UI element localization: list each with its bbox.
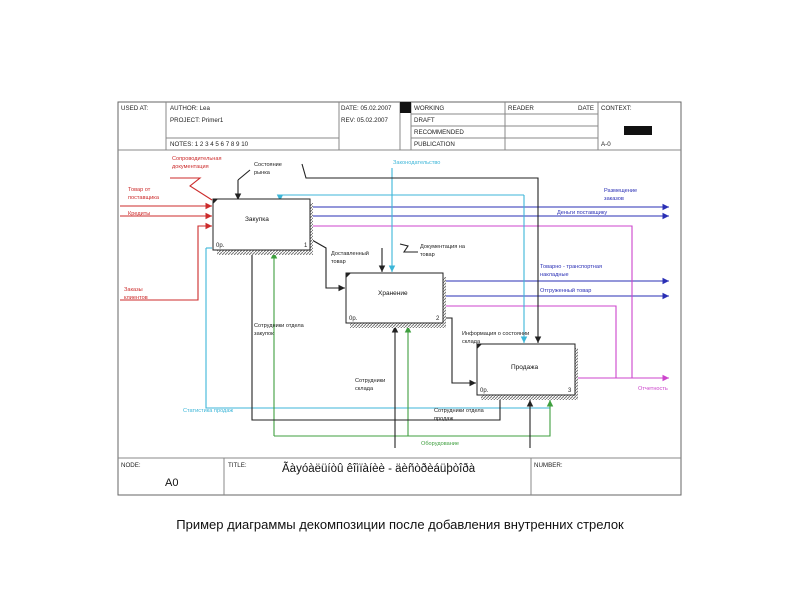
rev-field: REV: 05.02.2007	[341, 117, 388, 124]
label-sotr-zakupok-1: Сотрудники отдела	[254, 323, 305, 329]
title-value: Ãàyóàëüíòû êîìïàíèè - äèñòðèáüþòîðà	[282, 462, 476, 475]
label-sotr-sklada-1: Сотрудники	[355, 378, 385, 384]
reader-label: READER	[508, 105, 534, 112]
context-label: CONTEXT:	[601, 105, 632, 112]
number-label: NUMBER:	[534, 462, 563, 469]
label-sotr-prodazh-1: Сотрудники отдела	[434, 408, 485, 414]
red-arrows	[120, 177, 213, 301]
date-field: DATE: 05.02.2007	[341, 105, 392, 112]
label-otchetnost: Отчетность	[638, 386, 668, 392]
context-node: A-0	[601, 141, 611, 148]
notes-field: NOTES: 1 2 3 4 5 6 7 8 9 10	[170, 141, 249, 148]
activity-box-1: Закупка 0р. 1	[212, 198, 313, 255]
label-sotr-sklada-2: склада	[355, 386, 374, 392]
status-publication: PUBLICATION	[414, 141, 455, 148]
box-3-number: 3	[568, 388, 572, 394]
green-arrows	[270, 252, 554, 437]
box-1-cost: 0р.	[216, 243, 225, 249]
used-at-label: USED AT:	[121, 105, 148, 112]
activity-box-3: Продажа 0р. 3	[476, 343, 578, 400]
label-dostavlenny-1: Доставленный	[331, 250, 369, 257]
header-form	[118, 102, 681, 151]
label-sostoyanie-1: Состояние	[254, 162, 282, 168]
activity-box-2: Хранение 0р. 2	[345, 272, 446, 328]
black-arrows	[234, 163, 542, 448]
label-razmeshenie-2: заказов	[604, 196, 624, 202]
label-sostoyanie-2: рынка	[254, 170, 271, 176]
footer-form	[118, 457, 681, 495]
box-3-cost: 0р.	[480, 388, 489, 394]
label-dostavlenny-2: товар	[331, 259, 346, 265]
label-dengi: Деньги поставщику	[557, 210, 607, 216]
box-2-name: Хранение	[378, 290, 408, 297]
context-thumbnail	[624, 126, 652, 135]
author-field: AUTHOR: Lea	[170, 105, 210, 112]
label-razmeshenie-1: Размещение	[604, 188, 637, 194]
box-2-number: 2	[436, 316, 440, 322]
label-sotr-zakupok-2: закупок	[254, 331, 274, 337]
label-statistika: Статистика продаж	[183, 408, 233, 414]
date-column-label: DATE	[578, 105, 594, 112]
label-sotr-prodazh-2: продаж	[434, 416, 454, 422]
label-soprovod-2: документация	[172, 164, 209, 170]
status-draft: DRAFT	[414, 117, 435, 124]
working-marker	[400, 102, 411, 113]
label-kredity: Кредиты	[128, 211, 150, 217]
label-zakazy-1: Заказы	[124, 287, 143, 293]
label-tovar-ot-2: поставщика	[128, 195, 160, 201]
label-zakazy-2: клиентов	[124, 295, 148, 301]
box-1-number: 1	[304, 243, 308, 249]
project-field: PROJECT: Primer1	[170, 117, 224, 124]
box-1-name: Закупка	[245, 216, 269, 223]
label-informaciya-1: Информация о состоянии	[462, 331, 529, 337]
magenta-arrows	[312, 225, 669, 382]
label-tovarno-1: Товарно - транспортная	[540, 264, 602, 270]
box-2-cost: 0р.	[349, 316, 358, 322]
figure-caption: Пример диаграммы декомпозиции после доба…	[176, 517, 624, 532]
label-oborudovanie: Оборудование	[421, 441, 459, 447]
blue-arrows	[312, 203, 669, 300]
box-3-name: Продажа	[511, 364, 539, 371]
node-value: A0	[165, 477, 178, 489]
label-tovar-ot-1: Товар от	[128, 187, 151, 193]
status-working: WORKING	[414, 105, 444, 112]
label-tovarno-2: накладные	[540, 272, 569, 278]
label-dokumentaciya-1: Документация на	[420, 244, 466, 250]
label-zakon: Законодательство	[393, 160, 440, 166]
title-label: TITLE:	[228, 462, 247, 469]
label-dokumentaciya-2: товар	[420, 252, 435, 258]
label-informaciya-2: склада	[462, 339, 481, 345]
label-otgruzhenny: Отгруженный товар	[540, 287, 591, 294]
label-soprovod-1: Сопроводительная	[172, 156, 222, 162]
node-label: NODE:	[121, 462, 141, 469]
status-recommended: RECOMMENDED	[414, 129, 464, 136]
